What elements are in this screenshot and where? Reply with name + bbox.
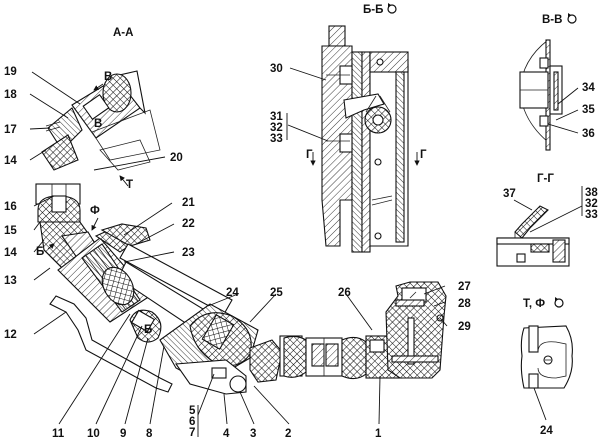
upper-hinge-part bbox=[41, 70, 161, 171]
view-title-tf: Т, Ф bbox=[523, 298, 545, 310]
central-body bbox=[57, 223, 233, 343]
section-marker-b-inner: Б bbox=[144, 324, 152, 336]
section-marker-v-inner: В bbox=[94, 118, 102, 130]
callout-5: 5 bbox=[189, 405, 196, 417]
callout-27: 27 bbox=[458, 281, 471, 293]
callout-23: 23 bbox=[182, 247, 195, 259]
section-marker-v: В bbox=[104, 71, 112, 83]
view-tf: Т, Ф 24 bbox=[520, 297, 573, 437]
rotated-view-icon bbox=[567, 13, 577, 24]
callout-10: 10 bbox=[87, 428, 100, 437]
view-title-aa: А-А bbox=[113, 27, 133, 39]
callout-18: 18 bbox=[4, 89, 17, 101]
callout-29: 29 bbox=[458, 321, 471, 333]
section-marker-b: Б bbox=[36, 246, 44, 258]
callout-24: 24 bbox=[226, 287, 239, 299]
callout-7: 7 bbox=[189, 427, 195, 437]
callout-11: 11 bbox=[52, 428, 65, 437]
leader-lines-aa bbox=[29, 71, 448, 437]
view-bb: Б-Б Г Г 30 31 32 33 bbox=[270, 3, 427, 253]
view-title-bb: Б-Б bbox=[363, 4, 383, 16]
callout-32: 32 bbox=[270, 122, 283, 134]
callout-38: 38 bbox=[585, 187, 598, 199]
callout-33: 33 bbox=[270, 133, 283, 145]
right-elbow-part bbox=[385, 281, 447, 379]
view-aa: А-А В В Т Б Ф bbox=[4, 27, 471, 437]
callout-2: 2 bbox=[285, 428, 291, 437]
callout-33b: 33 bbox=[585, 209, 598, 221]
callout-24b: 24 bbox=[540, 425, 553, 437]
callout-37: 37 bbox=[503, 188, 516, 200]
callout-13: 13 bbox=[4, 275, 17, 287]
view-gg: Г-Г 37 38 32 33 bbox=[496, 173, 598, 267]
view-title-gg: Г-Г bbox=[537, 173, 554, 185]
callout-15: 15 bbox=[4, 225, 17, 237]
view-vv: В-В 34 35 36 bbox=[519, 13, 595, 151]
section-marker-g-left: Г bbox=[306, 149, 313, 161]
view-marker-f: Ф bbox=[90, 205, 100, 217]
callout-14: 14 bbox=[4, 247, 17, 259]
callout-14a: 14 bbox=[4, 155, 17, 167]
callout-30: 30 bbox=[270, 63, 283, 75]
callout-6: 6 bbox=[189, 416, 195, 428]
callout-36: 36 bbox=[582, 128, 595, 140]
callout-12: 12 bbox=[4, 329, 17, 341]
callout-8: 8 bbox=[146, 428, 153, 437]
callout-20: 20 bbox=[170, 152, 183, 164]
callout-19: 19 bbox=[4, 66, 17, 78]
callout-35: 35 bbox=[582, 104, 595, 116]
rotated-view-icon bbox=[554, 297, 564, 308]
callout-17: 17 bbox=[4, 124, 17, 136]
callout-25: 25 bbox=[270, 287, 283, 299]
view-title-vv: В-В bbox=[542, 14, 562, 26]
section-marker-g-right: Г bbox=[420, 149, 427, 161]
callout-4: 4 bbox=[223, 428, 230, 437]
callout-28: 28 bbox=[458, 298, 471, 310]
view-marker-t: Т bbox=[126, 179, 133, 191]
callout-16: 16 bbox=[4, 201, 17, 213]
callout-26: 26 bbox=[338, 287, 351, 299]
callout-9: 9 bbox=[120, 428, 126, 437]
callout-22: 22 bbox=[182, 218, 195, 230]
callout-21: 21 bbox=[182, 197, 195, 209]
rotated-view-icon bbox=[387, 3, 397, 14]
callouts-aa: 19 18 17 14 20 16 15 14 13 21 22 23 12 2… bbox=[4, 66, 471, 437]
callout-1: 1 bbox=[375, 428, 382, 437]
callout-32b: 32 bbox=[585, 198, 598, 210]
coupling-chain bbox=[249, 335, 403, 383]
lower-coupling bbox=[159, 303, 259, 395]
callout-3: 3 bbox=[250, 428, 256, 437]
callout-31: 31 bbox=[270, 111, 283, 123]
callout-34: 34 bbox=[582, 82, 595, 94]
